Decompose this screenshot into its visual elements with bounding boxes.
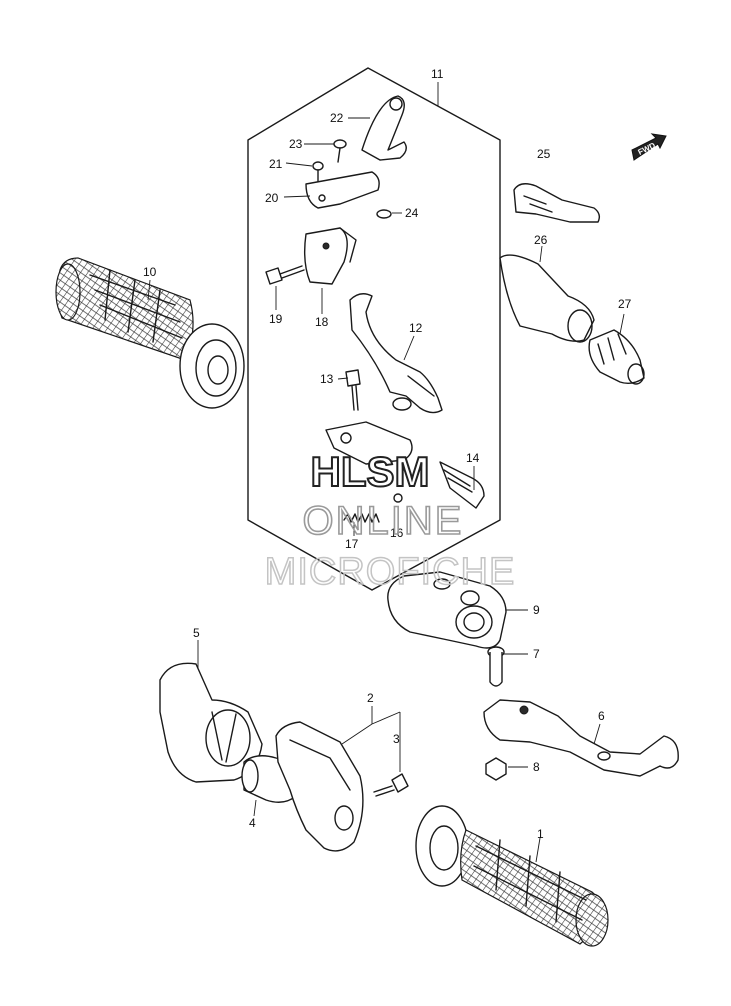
boot-part-26 [499,254,595,343]
callout-27: 27 [618,297,632,311]
callout-11: 11 [431,67,444,81]
assembly-11-boundary [247,67,501,591]
callout-16: 16 [390,526,404,540]
callout-20: 20 [265,191,279,205]
watermark-line-1: HLSM [311,448,430,495]
watermark-line-3: MICROFICHE [265,551,516,593]
brake-lever-part-6 [483,699,679,777]
washer-part-24 [376,209,392,219]
callout-23: 23 [289,137,303,151]
bolt-part-19 [265,265,305,285]
adjuster-part-27 [588,329,645,385]
callout-17: 17 [345,537,359,551]
callout-1: 1 [537,827,544,841]
callout-4: 4 [249,816,256,830]
callout-22: 22 [330,111,344,125]
bolt-part-13 [345,369,361,411]
lever-part-22 [361,95,407,161]
callout-5: 5 [193,626,200,640]
ball-part-16 [393,493,403,503]
housing-part-9 [387,571,507,649]
clamp-part-20 [305,171,380,209]
throttle-cover-part-5 [159,662,263,783]
callout-3: 3 [393,732,400,746]
callout-2: 2 [367,691,374,705]
callout-26: 26 [534,233,548,247]
watermark-line-2: ONLINE [303,499,464,543]
callout-10: 10 [143,265,157,279]
callout-21: 21 [269,157,283,171]
nut-part-8 [485,757,507,781]
lever-perch-part-14 [325,421,485,509]
callout-13: 13 [320,372,334,386]
callout-12: 12 [409,321,423,335]
forward-arrow-icon: FWD [631,133,667,161]
watermark: HLSM ONLINE MICROFICHE [264,447,516,594]
callout-25: 25 [537,147,551,161]
left-grip-part-10 [55,257,245,409]
right-grip-part-1 [415,805,609,947]
callout-18: 18 [315,315,329,329]
pin-part-7 [487,646,505,687]
spring-part-17 [343,513,380,523]
callout-6: 6 [598,709,605,723]
callout-8: 8 [533,760,540,774]
throttle-housing-part-2 [275,721,364,852]
holder-part-18 [303,227,357,285]
callout-7: 7 [533,647,540,661]
callout-14: 14 [466,451,480,465]
screw-part-23 [333,139,347,163]
callout-19: 19 [269,312,283,326]
callout-labels: 11 22 23 21 20 24 25 26 27 10 19 18 12 1… [143,67,632,841]
leader-lines [147,82,625,863]
forward-badge-text: FWD [636,141,657,157]
clutch-lever-part-12 [349,293,443,414]
screw-part-3 [373,773,409,797]
callout-9: 9 [533,603,540,617]
cover-part-25 [513,183,601,223]
callout-24: 24 [405,206,419,220]
